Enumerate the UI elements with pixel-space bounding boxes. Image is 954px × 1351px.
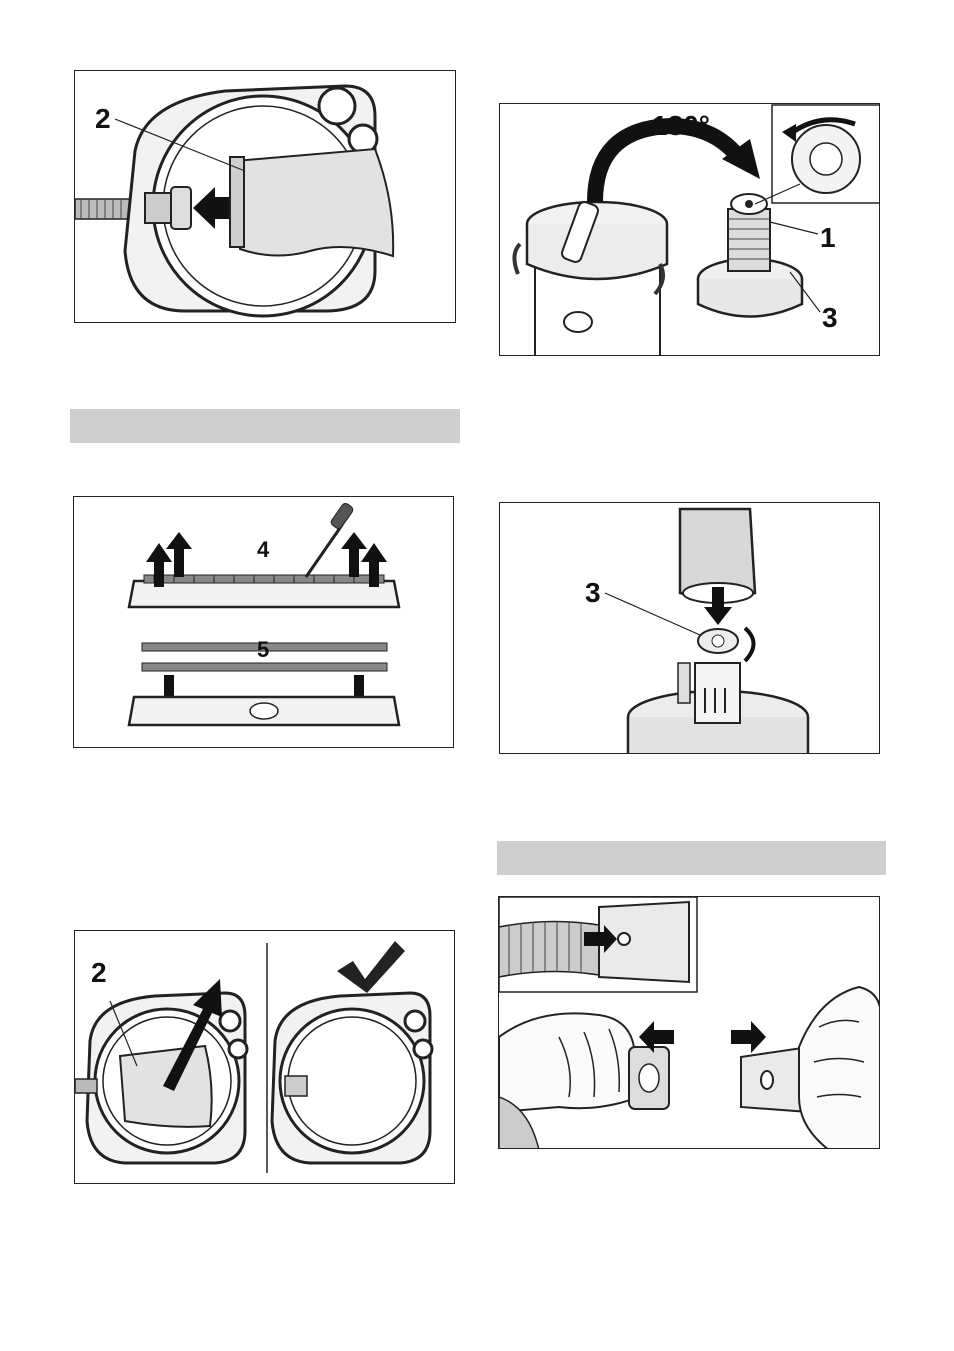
hose-detach-illustration [499,897,880,1149]
callout-1: 1 [820,224,836,252]
filter-insert-illustration [500,503,880,754]
section-heading-bar [497,841,886,875]
callout-5: 5 [257,639,269,661]
figure-hose-detach [498,896,880,1149]
angle-label: 180° [652,112,710,140]
callout-3: 3 [822,304,838,332]
section-heading-bar [70,409,460,443]
callout-4: 4 [257,539,269,561]
callout-2: 2 [95,105,111,133]
figure-brush-strips: 4 5 [73,496,454,748]
callout-2: 2 [91,959,107,987]
callout-3: 3 [585,579,601,607]
figure-filter-insert: 3 [499,502,880,754]
brush-strips-illustration [74,497,454,748]
figure-rotate: 180° 1 3 [499,103,880,356]
figure-bag-pull: 2 [74,930,455,1184]
bag-remove-illustration [75,71,456,323]
bag-pull-illustration [75,931,455,1184]
figure-bag-remove: 2 [74,70,456,323]
